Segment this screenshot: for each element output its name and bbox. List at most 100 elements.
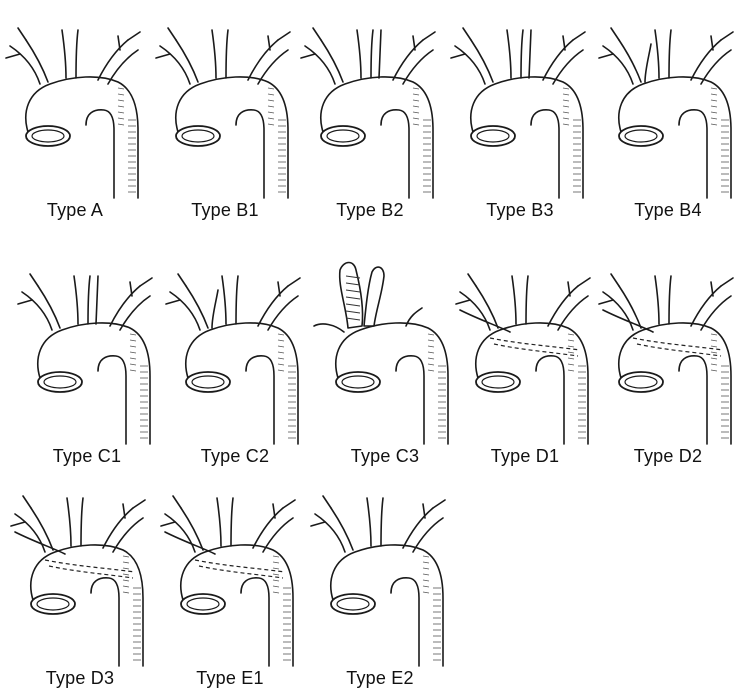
left-subclavian-tip (283, 500, 295, 508)
hatch-line (118, 88, 124, 89)
accessory-vessel (379, 30, 381, 78)
hatch-line (123, 562, 129, 563)
left-subclavian-artery (403, 508, 433, 548)
hatch-line (428, 352, 434, 353)
left-subclavian-artery (691, 286, 721, 326)
hatch-line (273, 568, 279, 569)
vertebral-branch (130, 282, 132, 296)
aberrant-vessel (603, 310, 653, 332)
dashed-course (490, 338, 580, 350)
left-carotid-artery (655, 30, 659, 78)
hatch-line (423, 562, 429, 563)
innominate-artery (170, 292, 200, 330)
aortic-arch-illustration (450, 246, 600, 446)
right-carotid-tip (451, 54, 465, 58)
arch-group (156, 28, 290, 198)
left-subclavian-artery (691, 40, 721, 80)
vertebral-branch (711, 36, 713, 50)
panel-caption: Type C1 (12, 446, 162, 467)
right-subclavian-tip (173, 496, 181, 508)
extra-branch (645, 44, 651, 82)
left-carotid-artery (507, 30, 511, 78)
panel-caption: Type B4 (593, 200, 743, 221)
descending-aorta-inner-wall (391, 578, 419, 666)
hatch-line (278, 358, 284, 359)
dashed-course (45, 560, 135, 572)
hatch-line (130, 340, 136, 341)
hatch-line (268, 118, 274, 119)
hatch-line (711, 334, 717, 335)
panel-type-d3: Type D3 (5, 468, 155, 700)
hatch-line (428, 364, 434, 365)
descending-aorta-inner-wall (679, 356, 707, 444)
aortic-lumen (342, 376, 374, 388)
hatch-line (268, 112, 274, 113)
branch-wrinkle (346, 304, 360, 306)
vertebral-branch (413, 36, 415, 50)
hatch-line (278, 334, 284, 335)
left-carotid-wall (231, 498, 233, 546)
left-subclavian-tip (133, 500, 145, 508)
aortic-lumen (192, 376, 224, 388)
right-carotid-tip (166, 300, 180, 304)
vertebral-branch (118, 36, 120, 50)
hatch-line (273, 562, 279, 563)
aortic-arch-illustration (295, 0, 445, 200)
hatch-line (123, 574, 129, 575)
right-carotid-tip (456, 300, 470, 304)
descending-aorta-inner-wall (98, 356, 126, 444)
accessory-vessel (529, 30, 531, 78)
aortic-lumen (32, 130, 64, 142)
aortic-arch-illustration (310, 246, 460, 446)
left-subclavian-tip (128, 32, 140, 40)
panel-type-d2: Type D2 (593, 246, 743, 478)
innominate-artery (15, 514, 45, 552)
right-subclavian-tip (611, 274, 619, 286)
hatch-line (118, 124, 124, 125)
arch-group (314, 263, 448, 445)
right-subclavian-tip (23, 496, 31, 508)
vertebral-branch (268, 36, 270, 50)
hatch-line (428, 340, 434, 341)
arch-group (11, 496, 145, 666)
hatch-line (563, 124, 569, 125)
arch-group (301, 28, 435, 198)
right-subclavian-tip (323, 496, 331, 508)
right-carotid-tip (156, 54, 170, 58)
left-carotid-artery (655, 276, 659, 324)
aortic-arch-illustration (445, 0, 595, 200)
aberrant-vessel (460, 310, 510, 332)
hatch-line (268, 88, 274, 89)
hatch-line (130, 334, 136, 335)
hatch-line (118, 112, 124, 113)
left-subclavian-tip (288, 278, 300, 286)
aortic-lumen (327, 130, 359, 142)
panel-type-a: Type A (0, 0, 150, 232)
left-subclavian-tip (721, 278, 733, 286)
right-carotid-tip (599, 300, 613, 304)
branch-wrinkle (346, 318, 360, 320)
right-carotid-tip (599, 54, 613, 58)
left-subclavian-artery (548, 286, 578, 326)
arch-group (18, 274, 152, 444)
left-carotid-artery (67, 498, 71, 546)
hatch-line (130, 352, 136, 353)
aortic-lumen (625, 376, 657, 388)
aortic-lumen (187, 598, 219, 610)
hatch-line (118, 100, 124, 101)
panel-caption: Type E2 (305, 668, 455, 689)
dashed-course (195, 560, 285, 572)
hatch-line (413, 124, 419, 125)
hatch-line (273, 556, 279, 557)
hatch-line (568, 358, 574, 359)
panel-type-c2: Type C2 (160, 246, 310, 478)
hatch-line (130, 370, 136, 371)
right-carotid-tip (11, 522, 25, 526)
aneurysmal-branch (340, 263, 363, 329)
aortic-arch-illustration (305, 468, 455, 668)
left-carotid-artery (222, 276, 226, 324)
hatch-line (268, 124, 274, 125)
left-subclavian-tip (433, 500, 445, 508)
hatch-line (563, 118, 569, 119)
